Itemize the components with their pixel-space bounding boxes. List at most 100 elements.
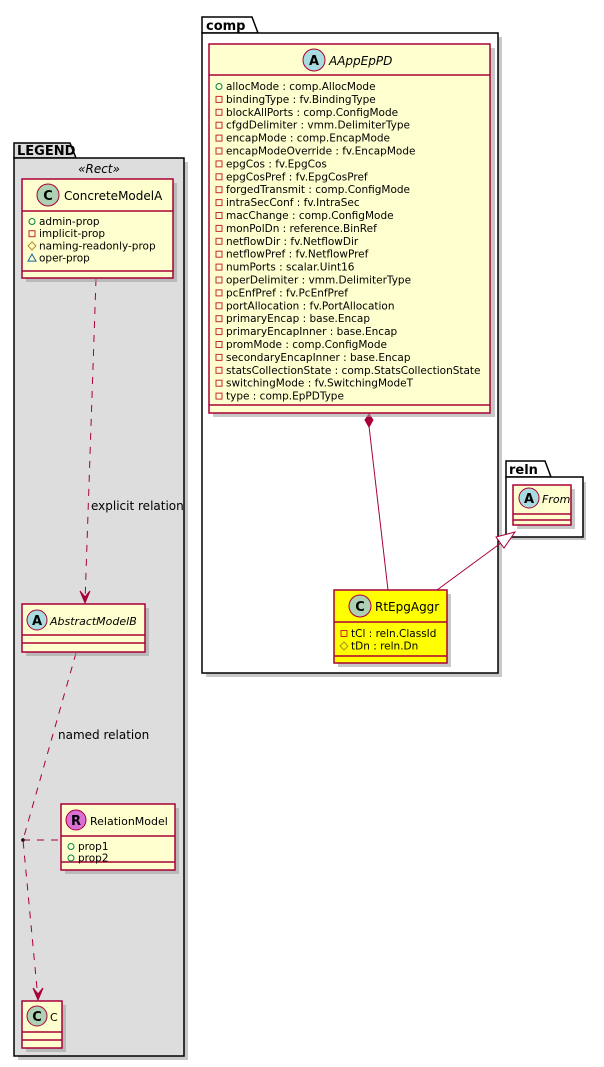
oper-visibility-icon <box>27 253 37 262</box>
svg-text:C: C <box>43 189 53 204</box>
attribute: prop1 <box>78 841 109 853</box>
attribute: netflowPref : fv.NetflowPref <box>226 249 369 261</box>
attribute: type : comp.EpPDType <box>226 391 344 403</box>
class-abstractmodelb[interactable]: A AbstractModelB <box>21 603 149 656</box>
named-arrow-icon <box>32 987 44 1002</box>
class-c[interactable]: C C <box>21 1000 66 1052</box>
class-icon <box>348 594 372 618</box>
explicit-arrow-icon <box>79 590 91 605</box>
relation-label-named: named relation <box>58 728 149 742</box>
svg-text:R: R <box>71 814 81 829</box>
class-name: C <box>50 1011 58 1024</box>
implicit-visibility-icon <box>215 108 223 116</box>
implicit-visibility-icon <box>215 134 223 142</box>
implicit-visibility-icon <box>215 95 223 103</box>
attribute: admin-prop <box>39 216 100 228</box>
attribute: cfgdDelimiter : vmm.DelimiterType <box>226 120 410 132</box>
implicit-visibility-icon <box>215 199 223 207</box>
class-from[interactable]: A From <box>512 484 575 529</box>
attribute: operDelimiter : vmm.DelimiterType <box>226 275 411 287</box>
attribute: allocMode : comp.AllocMode <box>226 81 376 93</box>
implicit-visibility-icon <box>215 237 223 245</box>
implicit-visibility-icon <box>340 630 348 637</box>
attribute: epgCosPref : fv.EpgCosPref <box>226 171 368 183</box>
attribute: pcEnfPref : fv.PcEnfPref <box>226 287 348 299</box>
admin-visibility-icon <box>215 83 223 90</box>
class-name: RelationModel <box>90 815 168 828</box>
composition-diamond-icon <box>364 413 374 429</box>
abstract-class-icon <box>302 48 326 72</box>
abstract-class-icon <box>518 487 540 509</box>
attribute: primaryEncap : base.Encap <box>226 313 370 325</box>
attribute: prop2 <box>78 853 109 865</box>
implicit-visibility-icon <box>215 263 223 271</box>
implicit-visibility-icon <box>215 341 223 348</box>
explicit-relation-edge <box>84 278 97 603</box>
implicit-visibility-icon <box>215 160 223 168</box>
attribute: implicit-prop <box>39 228 105 240</box>
attribute: primaryEncapInner : base.Encap <box>226 326 398 338</box>
abstract-class-icon <box>26 609 48 631</box>
naming-visibility-icon <box>339 641 349 651</box>
named-relation-edge <box>22 652 77 1000</box>
admin-visibility-icon <box>28 218 36 225</box>
implicit-visibility-icon <box>215 392 223 400</box>
attribute: tCl : reln.ClassId <box>351 628 436 640</box>
implicit-visibility-icon <box>215 302 223 310</box>
implicit-visibility-icon <box>215 173 223 181</box>
class-name: From <box>542 493 570 506</box>
class-name: AAppEpPD <box>328 54 392 68</box>
package-title-reln: reln <box>509 463 538 478</box>
package-title-comp: comp <box>206 19 246 34</box>
composition-edge <box>368 425 389 591</box>
admin-visibility-icon <box>67 843 75 850</box>
attribute: promMode : comp.ConfigMode <box>226 339 387 351</box>
class-icon <box>26 1005 48 1027</box>
implicit-visibility-icon <box>215 379 223 387</box>
package-title-legend: LEGEND <box>17 144 76 159</box>
implicit-visibility-icon <box>215 121 223 129</box>
svg-text:C: C <box>355 600 365 615</box>
attribute: bindingType : fv.BindingType <box>226 94 376 106</box>
attribute: encapMode : comp.EncapMode <box>226 133 390 145</box>
package-stereotype: «Rect» <box>78 162 120 176</box>
class-name: AbstractModelB <box>49 615 137 628</box>
attribute: monPolDn : reference.BinRef <box>226 223 377 235</box>
svg-text:A: A <box>32 614 42 629</box>
class-concretemodela[interactable]: C ConcreteModelA admin-propimplicit-prop… <box>21 178 177 282</box>
attribute: statsCollectionState : comp.StatsCollect… <box>226 365 481 377</box>
attribute: tDn : reln.Dn <box>351 641 418 653</box>
class-aappeppd[interactable]: A AAppEpPD allocMode : comp.AllocModebin… <box>208 43 495 417</box>
attribute: secondaryEncapInner : base.Encap <box>226 352 411 364</box>
class-name: RtEpgAggr <box>375 600 439 614</box>
implicit-visibility-icon <box>215 147 223 155</box>
attribute: portAllocation : fv.PortAllocation <box>226 300 395 312</box>
attribute: netflowDir : fv.NetflowDir <box>226 236 359 248</box>
svg-text:A: A <box>524 492 534 507</box>
implicit-visibility-icon <box>28 230 36 238</box>
implicit-visibility-icon <box>215 328 223 336</box>
implicit-visibility-icon <box>215 224 223 232</box>
relation-label-explicit: explicit relation <box>91 499 184 513</box>
implicit-visibility-icon <box>215 315 223 323</box>
attribute: epgCos : fv.EpgCos <box>226 158 327 170</box>
attribute: numPorts : scalar.Uint16 <box>226 262 355 274</box>
implicit-visibility-icon <box>215 186 223 194</box>
attribute: naming-readonly-prop <box>39 240 156 252</box>
naming-visibility-icon <box>27 241 37 251</box>
admin-visibility-icon <box>67 854 75 862</box>
implicit-visibility-icon <box>215 366 223 374</box>
relation-class-icon <box>65 809 87 831</box>
class-icon <box>36 183 60 207</box>
attribute: oper-prop <box>39 253 90 265</box>
attribute-list: admin-propimplicit-propnaming-readonly-p… <box>27 216 156 265</box>
implicit-visibility-icon <box>215 276 223 284</box>
implicit-visibility-icon <box>215 353 223 361</box>
attribute: switchingMode : fv.SwitchingModeT <box>226 378 414 390</box>
attribute: macChange : comp.ConfigMode <box>226 210 394 222</box>
generalization-edge <box>436 539 506 591</box>
